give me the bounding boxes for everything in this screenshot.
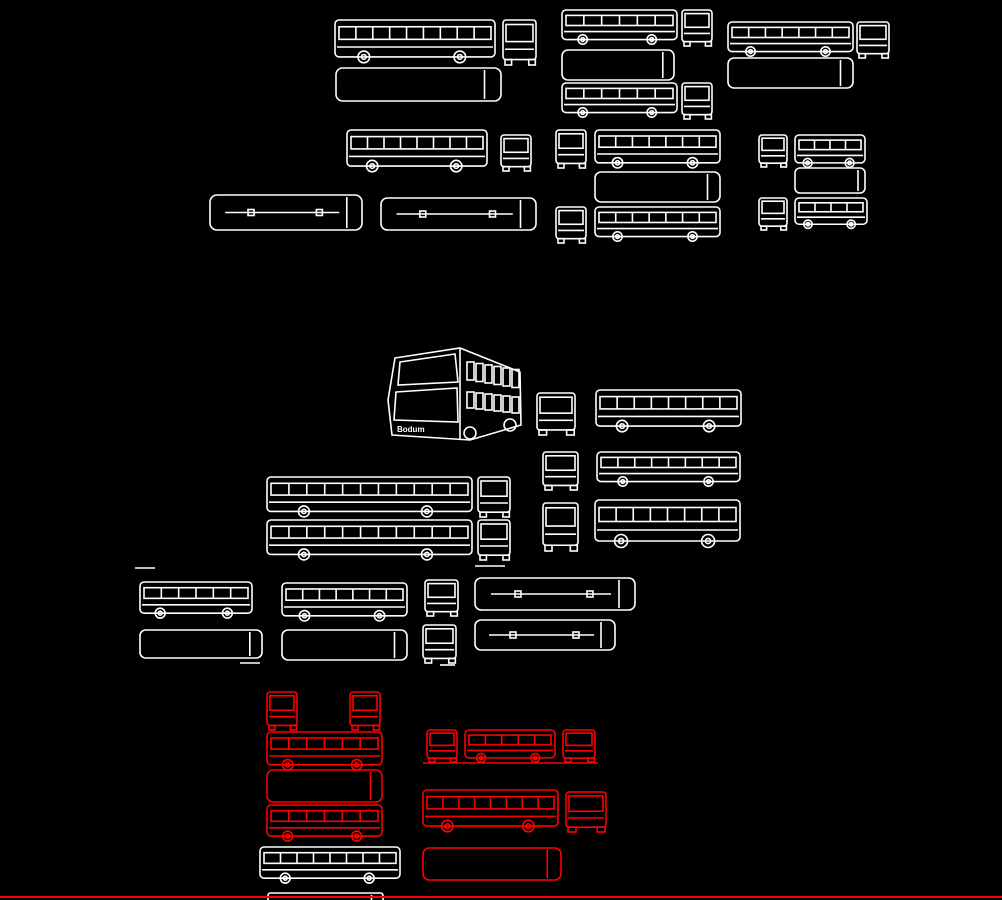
bus-side-view [422, 789, 559, 833]
bus-front-view [555, 206, 587, 244]
bus-side-view [464, 729, 556, 764]
bus-front-view [536, 392, 576, 436]
bus-front-view [266, 691, 298, 731]
bus-front-view [349, 691, 381, 731]
bus-front-view [542, 502, 579, 552]
double-decker-outline [387, 347, 522, 441]
bus-side-view [594, 206, 721, 243]
bus-front-view [477, 476, 511, 518]
bus-front-view [502, 19, 537, 66]
bus-side-view [794, 197, 868, 230]
bus-front-view [477, 519, 511, 561]
bus-front-view [424, 579, 459, 617]
bus-front-view [426, 729, 458, 763]
double-decker-bus-perspective [387, 347, 522, 441]
bus-top-view [474, 619, 616, 651]
bus-top-view [794, 167, 866, 194]
bus-top-view [561, 49, 675, 81]
bus-top-view [474, 577, 636, 611]
bus-side-view [727, 21, 854, 57]
double-decker-logo-lettering: Bodum [397, 425, 425, 434]
bus-side-view [334, 19, 496, 64]
bus-side-view [561, 82, 678, 118]
bus-top-view [139, 629, 263, 659]
bus-front-view [422, 624, 457, 664]
bus-top-view [422, 847, 562, 881]
bus-front-view [758, 134, 788, 168]
bus-side-view [266, 519, 473, 561]
bus-side-view [594, 129, 721, 169]
bus-top-view [209, 194, 363, 231]
bus-front-view [555, 129, 587, 169]
bus-side-view [266, 476, 473, 518]
bus-front-view [758, 197, 788, 231]
bus-front-view [562, 729, 596, 763]
bus-side-view [281, 582, 408, 622]
bus-side-view [346, 129, 488, 173]
bus-side-view [594, 499, 741, 549]
bus-top-view [281, 629, 408, 661]
bus-front-view [856, 21, 890, 59]
bus-side-view [139, 581, 253, 619]
bus-top-view [266, 769, 383, 803]
bus-side-view [596, 451, 741, 487]
bus-top-view [594, 171, 721, 203]
bus-front-view [500, 134, 532, 172]
bus-top-view [380, 197, 537, 231]
bus-blocks-red-layer [266, 691, 607, 881]
bus-side-view [794, 134, 866, 169]
bus-front-view [681, 9, 713, 47]
bus-front-view [542, 451, 579, 491]
bus-blocks-white-layer [135, 9, 890, 900]
bus-side-view [595, 389, 742, 433]
bus-side-view [561, 9, 678, 45]
bus-top-view [335, 67, 502, 102]
bus-side-view [259, 846, 401, 884]
bus-side-view [266, 731, 383, 771]
bus-side-view [266, 804, 383, 842]
bus-top-view [727, 57, 854, 89]
bus-front-view [565, 791, 607, 833]
bus-front-view [681, 82, 713, 120]
